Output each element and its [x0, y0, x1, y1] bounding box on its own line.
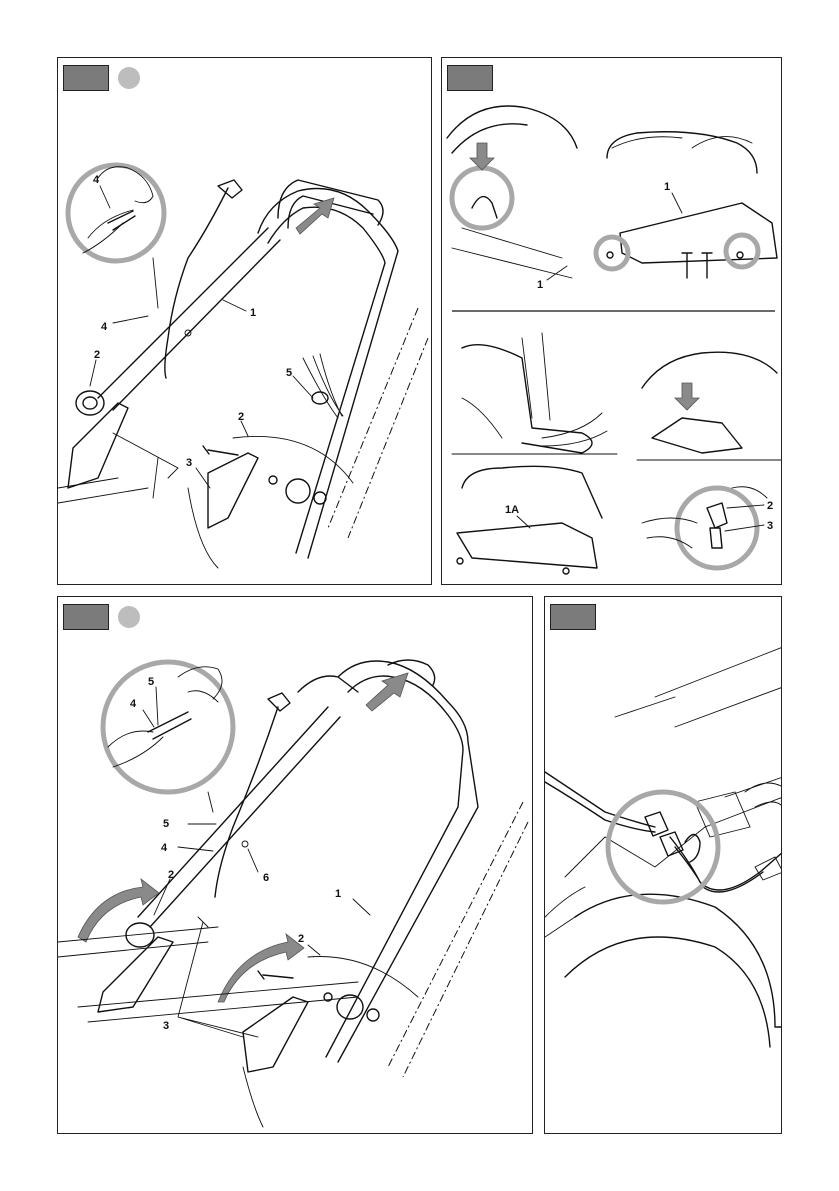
detail-magnifier-circle: [68, 165, 164, 261]
callout-label: 3: [186, 457, 192, 469]
handle-assembly-illustration: 5 4 5 4 6 2 1 2 3: [58, 597, 533, 1134]
callout-label: 2: [168, 869, 174, 881]
rotate-arrow: [78, 879, 159, 942]
direction-arrow: [296, 198, 334, 234]
figure-panel-top-right: 1 1 1A 2: [441, 57, 782, 585]
callout-label: 1: [664, 181, 670, 193]
figure-panel-bottom-right: [544, 596, 782, 1134]
callout-label: 2: [767, 500, 773, 512]
callout-label: 3: [767, 520, 773, 532]
callout-label: 2: [94, 349, 100, 361]
callout-label: 5: [148, 676, 154, 688]
callout-label: 6: [263, 872, 269, 884]
figure-panel-top-left: 4 4 1 2 5 2 3: [57, 57, 432, 585]
callout-label: 4: [130, 698, 137, 710]
callout-label: 5: [163, 818, 169, 830]
cable-connector-illustration: [545, 597, 782, 1134]
callout-label: 1: [250, 307, 256, 319]
direction-arrow: [470, 143, 494, 170]
handle-assembly-illustration: 4 4 1 2 5 2 3: [58, 58, 432, 585]
callout-label: 1A: [505, 504, 519, 516]
detail-magnifier-circle: [608, 792, 718, 902]
handle-cover-illustration: 1 1 1A 2: [442, 58, 782, 585]
callout-label: 5: [286, 367, 292, 379]
callout-label: 4: [101, 321, 108, 333]
rotate-arrow: [218, 934, 304, 1002]
callout-label: 4: [93, 174, 100, 186]
detail-magnifier-circle: [452, 168, 512, 228]
callout-label: 4: [161, 842, 168, 854]
direction-arrow: [366, 673, 408, 711]
callout-label: 2: [238, 411, 244, 423]
callout-label: 2: [298, 933, 304, 945]
figure-panel-bottom-left: 5 4 5 4 6 2 1 2 3: [57, 596, 533, 1134]
callout-label: 1: [537, 279, 543, 291]
callout-label: 3: [163, 1020, 169, 1032]
direction-arrow: [675, 383, 699, 410]
callout-label: 1: [335, 888, 341, 900]
detail-magnifier-circle: [103, 662, 233, 792]
